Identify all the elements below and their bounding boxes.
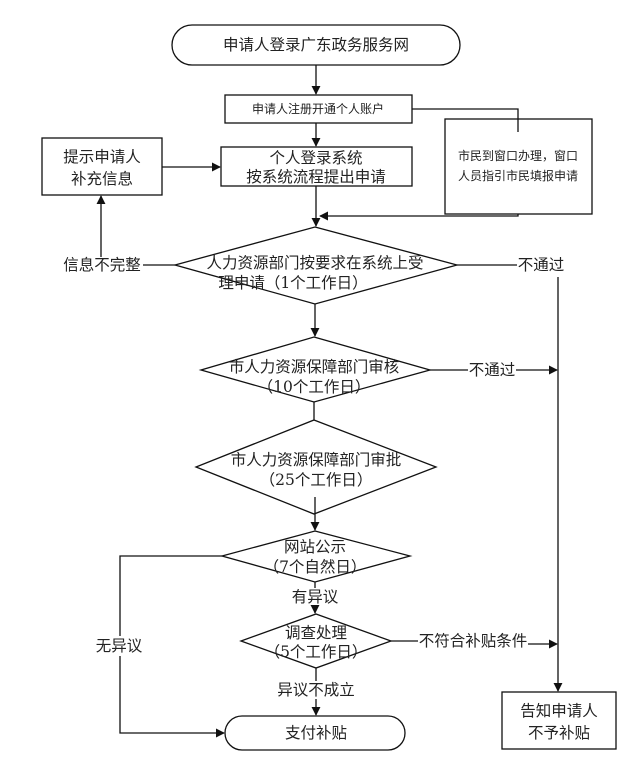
accept-diamond [172,226,460,305]
reject-label-line2: 不予补贴 [528,724,590,742]
window-label-line1: 市民到窗口办理，窗口 [458,148,578,163]
node-apply: 个人登录系统 按系统流程提出申请 [220,146,413,187]
supplement-label-line1: 提示申请人 [63,148,141,166]
review-label-line2: （10个工作日） [258,378,371,396]
publicity-label-line2: （7个自然日） [264,558,367,576]
node-start: 申请人登录广东政务服务网 [171,24,461,66]
approve-label-line1: 市人力资源保障部门审批 [231,451,402,469]
apply-label-line1: 个人登录系统 [269,149,362,167]
node-window: 市民到窗口办理，窗口 人员指引市民填报申请 [444,118,593,215]
label-fail-accept: 不通过 [518,256,565,274]
label-objection: 有异议 [292,588,339,606]
label-no-objection: 无异议 [96,637,143,655]
edge-no-objection-to-pay [119,656,225,738]
node-publicity: 网站公示 （7个自然日） [219,530,413,583]
investigate-diamond [239,613,393,669]
node-pay: 支付补贴 [224,715,406,751]
window-box [444,118,593,215]
investigate-label-line2: （5个工作日） [265,643,368,661]
label-objection-invalid: 异议不成立 [277,681,355,699]
accept-label-line1: 人力资源部门按要求在系统上受 [206,254,423,272]
start-label: 申请人登录广东政务服务网 [223,36,409,54]
review-diamond [198,336,433,403]
label-not-eligible: 不符合补贴条件 [419,632,528,650]
node-supplement: 提示申请人 补充信息 [41,137,163,196]
label-fail-review: 不通过 [469,361,516,379]
review-label-line1: 市人力资源保障部门审核 [229,358,400,376]
node-accept: 人力资源部门按要求在系统上受 理申请（1个工作日） [172,226,460,305]
register-label: 申请人注册开通个人账户 [252,101,384,116]
supplement-box [41,137,163,196]
accept-label-line2: 理申请（1个工作日） [218,274,367,292]
node-reject: 告知申请人 不予补贴 [501,691,617,750]
node-investigate: 调查处理 （5个工作日） [239,613,393,669]
node-approve: 市人力资源保障部门审批 （25个工作日） [194,419,438,515]
approve-diamond [194,419,438,515]
apply-label-line2: 按系统流程提出申请 [246,168,386,186]
supplement-label-line2: 补充信息 [71,170,133,188]
window-label-line2: 人员指引市民填报申请 [458,168,578,183]
node-register: 申请人注册开通个人账户 [224,94,413,124]
publicity-diamond [219,530,413,583]
start-terminal-shape [171,24,461,66]
reject-box [501,691,617,750]
label-incomplete: 信息不完整 [63,256,141,274]
edge-publicity-to-no-objection-label [119,555,222,636]
reject-label-line1: 告知申请人 [520,702,598,720]
register-box [224,94,413,124]
publicity-label-line1: 网站公示 [284,538,346,556]
node-review: 市人力资源保障部门审核 （10个工作日） [198,336,433,403]
approve-label-line2: （25个工作日） [260,471,373,489]
investigate-label-line1: 调查处理 [285,624,347,642]
apply-box [220,146,413,187]
pay-label: 支付补贴 [285,724,347,742]
pay-terminal-shape [224,715,406,751]
